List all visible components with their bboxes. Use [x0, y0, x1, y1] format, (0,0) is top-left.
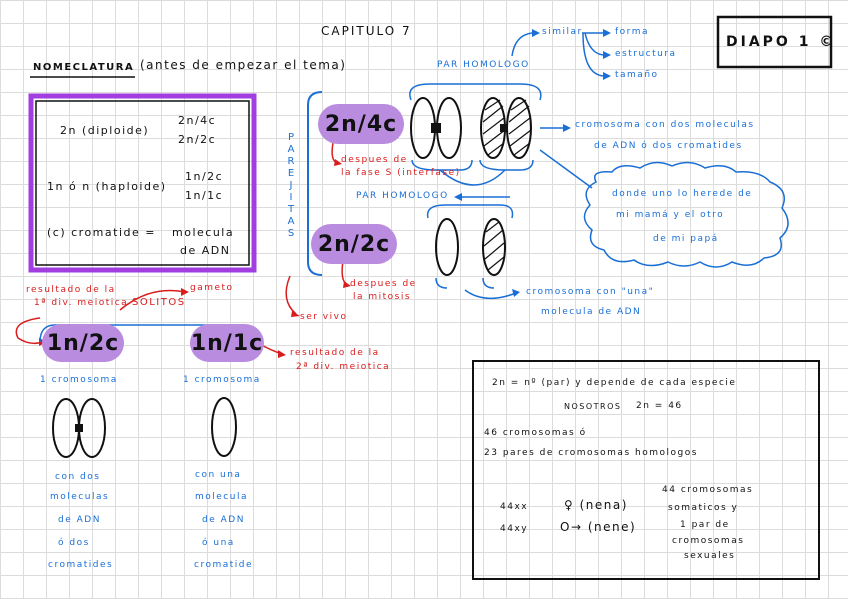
- left-col-head: 1 cromosoma: [40, 375, 118, 385]
- label-forma: forma: [615, 27, 649, 37]
- note-gameto: gameto: [190, 283, 234, 293]
- label-estructura: estructura: [615, 49, 677, 59]
- mid-col-l5: cromatide: [194, 560, 254, 570]
- chip-1n1c: 1n/1c: [190, 324, 264, 362]
- box-row1-v2: 2n/2c: [178, 133, 217, 146]
- note-dos-2: de ADN ó dos cromatides: [594, 141, 743, 151]
- note-res2b: 2ª div. meiotica: [296, 362, 391, 372]
- info-r1: 44 cromosomas: [662, 485, 754, 495]
- mid-col-l3: de ADN: [202, 515, 245, 525]
- label-par-homologo-2: PAR HOMOLOGO: [356, 191, 449, 201]
- box-row2-v1: 1n/2c: [185, 170, 224, 183]
- slide-tag: DIAPO 1 ©: [726, 34, 837, 50]
- info-line2b: 2n = 46: [636, 401, 683, 411]
- box-row1-v1: 2n/4c: [178, 114, 217, 127]
- label-similar: similar: [542, 27, 583, 37]
- note-after-s1: despues de: [341, 155, 408, 165]
- info-line1: 2n = nº (par) y depende de cada especie: [492, 378, 737, 388]
- note-solitos: SOLITOS: [132, 297, 186, 308]
- info-r3: 1 par de: [680, 520, 730, 530]
- note-after-mit1: despues de: [350, 279, 417, 289]
- info-line4: 23 pares de cromosomas homologos: [484, 448, 698, 458]
- left-col-l5: cromatides: [48, 560, 114, 570]
- note-res1b: 1ª div. meiotica: [34, 298, 129, 308]
- box-row2-label: 1n ó n (haploide): [47, 180, 167, 193]
- info-line3: 46 cromosomas ó: [484, 428, 587, 438]
- info-xx-sym: ♀ (nena): [564, 498, 628, 512]
- note-after-mit2: la mitosis: [353, 292, 412, 302]
- chip-1n2c: 1n/2c: [42, 324, 124, 362]
- box-row3-v1: molecula: [172, 226, 235, 239]
- heading-note: (antes de empezar el tema): [140, 58, 347, 72]
- box-row3-v2: de ADN: [180, 244, 231, 257]
- info-xy: 44xy: [500, 524, 529, 534]
- note-mama-1: donde uno lo herede de: [612, 189, 753, 199]
- info-r5: sexuales: [684, 551, 736, 561]
- note-ser-vivo: ser vivo: [300, 312, 348, 322]
- left-col-l1: con dos: [55, 472, 101, 482]
- note-mama-3: de mi papá: [653, 234, 719, 244]
- mid-col-head: 1 cromosoma: [183, 375, 261, 385]
- note-res2a: resultado de la: [290, 348, 380, 358]
- chip-2n4c: 2n/4c: [318, 104, 404, 144]
- chip-2n2c: 2n/2c: [311, 224, 397, 264]
- left-col-l4: ó dos: [58, 538, 90, 548]
- note-res1a: resultado de la: [26, 285, 116, 295]
- mid-col-l4: ó una: [202, 538, 235, 548]
- note-una-2: molecula de ADN: [541, 307, 642, 317]
- box-row3-label: (c) cromatide =: [47, 226, 156, 239]
- info-r2: somaticos y: [668, 503, 739, 513]
- mid-col-l1: con una: [195, 470, 242, 480]
- info-xy-sym: O→ (nene): [560, 520, 637, 534]
- page-title: CAPITULO 7: [321, 24, 412, 38]
- note-una-1: cromosoma con "una": [526, 287, 655, 297]
- box-row2-v2: 1n/1c: [185, 189, 224, 202]
- info-xx: 44xx: [500, 502, 529, 512]
- label-par-homologo-1: PAR HOMOLOGO: [437, 60, 530, 70]
- box-row1-label: 2n (diploide): [60, 124, 150, 137]
- info-r4: cromosomas: [672, 536, 745, 546]
- heading-main: NOMECLATURA: [33, 62, 135, 73]
- info-line2a: NOSOTROS: [564, 402, 622, 411]
- note-mama-2: mi mamá y el otro: [616, 210, 725, 220]
- mid-col-l2: molecula: [195, 492, 248, 502]
- note-after-s2: la fase S (interfase): [341, 168, 461, 178]
- label-tamano: tamaño: [615, 70, 659, 80]
- left-col-l2: moleculas: [50, 492, 110, 502]
- note-dos-1: cromosoma con dos moleculas: [575, 120, 755, 130]
- left-col-l3: de ADN: [58, 515, 101, 525]
